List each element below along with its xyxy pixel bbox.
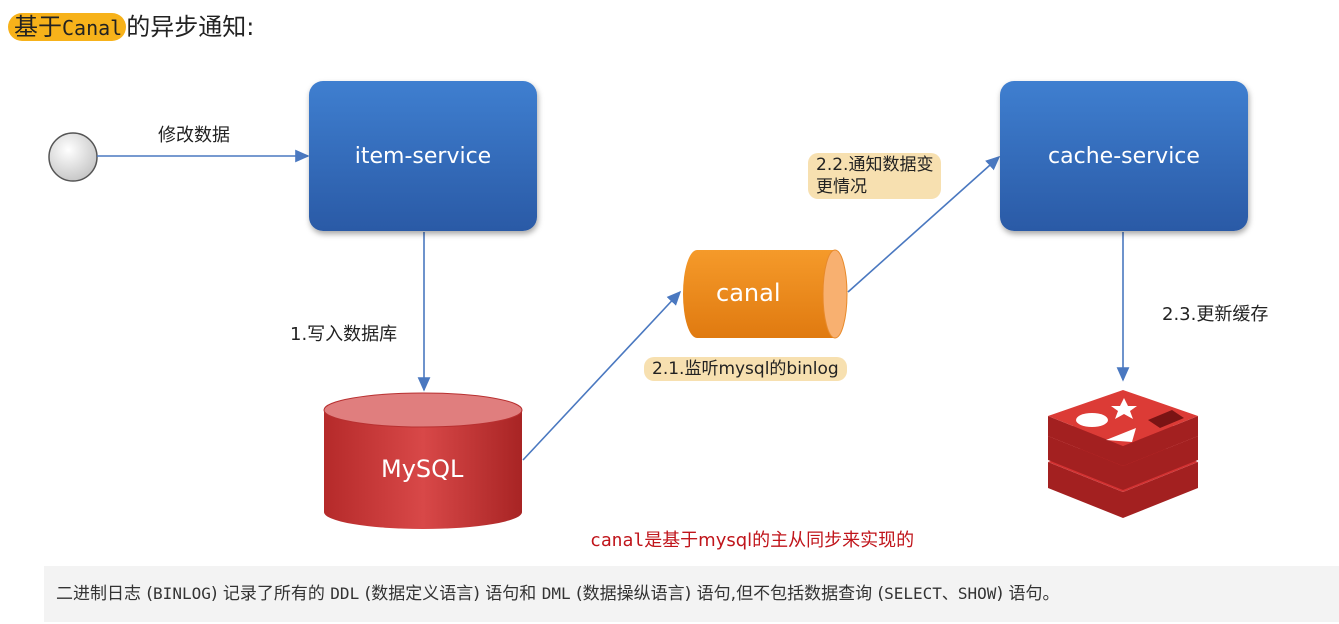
- note-part-5: ) 语句。: [996, 584, 1060, 604]
- title-code: Canal: [62, 16, 123, 40]
- note-code-2: DDL: [330, 584, 360, 603]
- mysql-label: MySQL: [381, 455, 464, 483]
- item-service-box: item-service: [309, 81, 537, 231]
- notify-line-1: 2.2.通知数据变: [816, 155, 934, 175]
- cache-service-box: cache-service: [1000, 81, 1248, 231]
- edge-label-modify-data: 修改数据: [158, 125, 230, 146]
- note-part-2: ) 记录了所有的: [210, 584, 331, 604]
- redis-icon: [1048, 390, 1198, 518]
- title-highlight: 基于Canal: [8, 13, 127, 41]
- notify-line-2: 更情况: [816, 177, 867, 197]
- arrow-listen-binlog: [522, 290, 682, 461]
- mysql-cylinder: [323, 392, 523, 529]
- caption-text: 是基于mysql的主从同步来实现的: [644, 530, 915, 551]
- note-part-4: (数据操纵语言) 语句,但不包括数据查询 (: [570, 584, 885, 604]
- canal-cylinder: [683, 249, 848, 339]
- edge-label-write-db: 1.写入数据库: [290, 324, 398, 345]
- caption-code: canal: [590, 530, 645, 551]
- title-prefix: 基于: [14, 13, 62, 41]
- arrow-notify: [847, 155, 1001, 293]
- cache-service-label: cache-service: [1048, 143, 1200, 169]
- note-part-1: 二进制日志 (: [56, 584, 154, 604]
- note-code-3: DML: [541, 584, 571, 603]
- caption: canal是基于mysql的主从同步来实现的: [590, 526, 914, 552]
- note-code-4: SELECT、SHOW: [884, 584, 997, 603]
- binlog-note: 二进制日志 (BINLOG) 记录了所有的 DDL (数据定义语言) 语句和 D…: [44, 566, 1339, 622]
- edge-label-update-cache: 2.3.更新缓存: [1162, 304, 1269, 325]
- edge-label-listen-binlog: 2.1.监听mysql的binlog: [644, 357, 847, 381]
- item-service-label: item-service: [354, 143, 492, 169]
- canal-label: canal: [716, 279, 781, 307]
- note-code-1: BINLOG: [153, 584, 211, 603]
- start-circle-icon: [48, 132, 98, 182]
- title-suffix: 的异步通知:: [126, 13, 255, 41]
- edge-label-notify: 2.2.通知数据变 更情况: [808, 153, 942, 199]
- note-part-3: (数据定义语言) 语句和: [359, 584, 542, 604]
